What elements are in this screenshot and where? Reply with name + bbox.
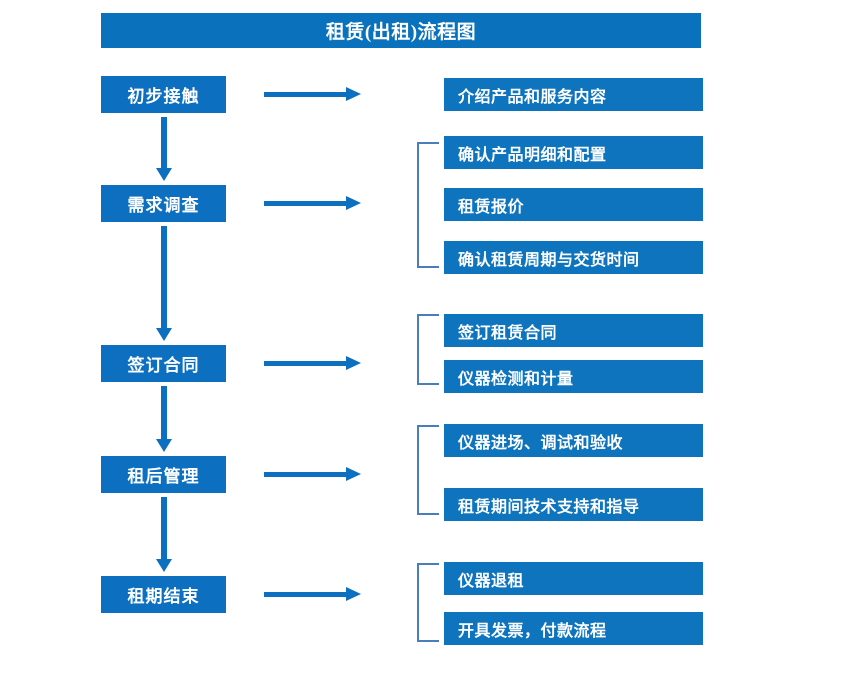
- stage-label: 租期结束: [127, 587, 200, 606]
- detail-box-仪器进场调试和验收[interactable]: 仪器进场、调试和验收: [444, 424, 703, 457]
- detail-box-签订租赁合同[interactable]: 签订租赁合同: [444, 314, 703, 347]
- horizontal-arrow-stage4: [264, 466, 362, 482]
- group-bracket-需求调查: [417, 142, 439, 268]
- stage-box-初步接触[interactable]: 初步接触: [101, 76, 226, 113]
- detail-box-确认租赁周期与交货时间[interactable]: 确认租赁周期与交货时间: [444, 241, 703, 274]
- detail-box-介绍产品和服务内容[interactable]: 介绍产品和服务内容: [444, 78, 703, 111]
- vertical-arrow-stage4-to-stage5: [156, 497, 172, 572]
- detail-box-租赁期间技术支持和指导[interactable]: 租赁期间技术支持和指导: [444, 488, 703, 521]
- detail-label: 确认产品明细和配置: [458, 146, 607, 164]
- detail-label: 介绍产品和服务内容: [458, 88, 607, 106]
- detail-label: 仪器进场、调试和验收: [458, 434, 624, 452]
- detail-box-仪器退租[interactable]: 仪器退租: [444, 562, 703, 595]
- group-bracket-签订合同: [417, 314, 439, 385]
- detail-label: 租赁报价: [458, 198, 525, 216]
- horizontal-arrow-stage5: [264, 586, 362, 602]
- stage-label: 初步接触: [127, 87, 200, 106]
- horizontal-arrow-stage1: [264, 86, 362, 102]
- detail-box-开具发票付款流程[interactable]: 开具发票，付款流程: [444, 612, 703, 645]
- detail-label: 仪器检测和计量: [458, 370, 574, 388]
- stage-box-签订合同[interactable]: 签订合同: [101, 345, 226, 382]
- stage-box-租后管理[interactable]: 租后管理: [101, 456, 226, 493]
- detail-label: 确认租赁周期与交货时间: [458, 251, 640, 269]
- horizontal-arrow-stage3: [264, 355, 362, 371]
- page-title: 租赁(出租)流程图: [101, 13, 701, 48]
- detail-label: 开具发票，付款流程: [458, 622, 607, 640]
- vertical-arrow-stage3-to-stage4: [156, 386, 172, 452]
- stage-box-租期结束[interactable]: 租期结束: [101, 576, 226, 613]
- detail-label: 签订租赁合同: [458, 324, 558, 342]
- detail-box-仪器检测和计量[interactable]: 仪器检测和计量: [444, 360, 703, 393]
- stage-label: 需求调查: [127, 196, 200, 215]
- stage-label: 租后管理: [127, 467, 200, 486]
- vertical-arrow-stage2-to-stage3: [156, 226, 172, 341]
- group-bracket-租期结束: [417, 563, 439, 642]
- detail-box-租赁报价[interactable]: 租赁报价: [444, 188, 703, 221]
- horizontal-arrow-stage2: [264, 195, 362, 211]
- group-bracket-租后管理: [417, 425, 439, 515]
- stage-box-需求调查[interactable]: 需求调查: [101, 185, 226, 222]
- detail-label: 仪器退租: [458, 572, 525, 590]
- stage-label: 签订合同: [127, 356, 200, 375]
- detail-box-确认产品明细和配置[interactable]: 确认产品明细和配置: [444, 136, 703, 169]
- detail-label: 租赁期间技术支持和指导: [458, 498, 640, 516]
- vertical-arrow-stage1-to-stage2: [156, 117, 172, 181]
